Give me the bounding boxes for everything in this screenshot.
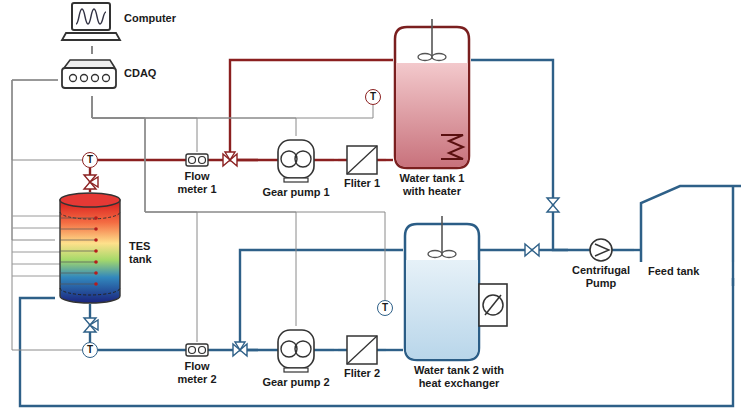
- pipe-line: [240, 250, 403, 350]
- component-label: Gear pump 1: [258, 186, 334, 199]
- temperature-sensor: T: [82, 152, 98, 168]
- gear-pump-icon: [258, 326, 334, 374]
- cooled-water-tank: [403, 222, 515, 362]
- pipe-line: [98, 159, 172, 161]
- signal-wire: [92, 96, 385, 300]
- component-label: CDAQ: [124, 67, 156, 80]
- tes-tank-cylinder: [55, 192, 125, 304]
- flow-meter-node: Flow meter 2: [172, 342, 222, 386]
- filter-icon: [338, 145, 386, 175]
- component-label: Flow meter 1: [172, 170, 222, 196]
- sensor-label: T: [87, 345, 93, 355]
- feed-tank-icon: [640, 185, 741, 263]
- signal-wire: [92, 96, 296, 326]
- component-label: Centrifugal Pump: [568, 264, 634, 290]
- pipe-line: [91, 46, 92, 54]
- signal-wire: [92, 96, 296, 136]
- pipe-line: [98, 349, 172, 351]
- component-label: Water tank 1 with heater: [393, 172, 471, 198]
- tes-tank-node: TES tank: [55, 192, 165, 304]
- centrifugal-pump-node: Centrifugal Pump: [568, 238, 634, 290]
- signal-wire: [92, 96, 373, 118]
- gear-pump-node: Gear pump 1: [258, 136, 334, 199]
- pipe-line: [20, 278, 733, 406]
- gear-pump-icon: [258, 136, 334, 184]
- flow-meter-icon: [172, 342, 222, 358]
- component-label: Flow meter 2: [172, 360, 222, 386]
- sensor-label: T: [370, 92, 376, 102]
- flow-meter-icon: [172, 152, 222, 168]
- heated-water-tank: [393, 25, 471, 170]
- pipe-line: [386, 159, 393, 161]
- computer-node: Computer: [60, 0, 185, 46]
- pipe-line: [334, 159, 338, 161]
- pipe-line: [471, 60, 568, 250]
- water-tank-node: Water tank 2 with heat exchanger: [403, 222, 515, 390]
- centrifugal-pump-icon: [568, 238, 634, 262]
- temperature-sensor: T: [377, 300, 393, 316]
- gear-pump-node: Gear pump 2: [258, 326, 334, 389]
- laptop-icon: [60, 0, 120, 46]
- component-label: Computer: [124, 12, 176, 25]
- component-label: Gear pump 2: [258, 376, 334, 389]
- sensor-label: T: [382, 303, 388, 313]
- flow-meter-node: Flow meter 1: [172, 152, 222, 196]
- pipe-line: [515, 249, 568, 251]
- pipe-line: [634, 249, 640, 251]
- temperature-sensor: T: [365, 89, 381, 105]
- pipe-line: [334, 349, 338, 351]
- pipe-line: [386, 349, 403, 351]
- component-label: Water tank 2 with heat exchanger: [403, 364, 515, 390]
- filter-node: Fliter 1: [338, 145, 386, 190]
- component-label: Fliter 1: [338, 177, 386, 190]
- daq-device-icon: [58, 54, 120, 96]
- temperature-sensor: T: [82, 342, 98, 358]
- signal-wire: [12, 80, 82, 160]
- component-label: Fliter 2: [338, 367, 386, 380]
- filter-icon: [338, 335, 386, 365]
- daq-node: CDAQ: [58, 54, 168, 96]
- water-tank-node: Water tank 1 with heater: [393, 25, 471, 198]
- component-label: Feed tank: [640, 265, 741, 278]
- sensor-label: T: [87, 155, 93, 165]
- filter-node: Fliter 2: [338, 335, 386, 380]
- feed-tank-node: Feed tank: [640, 185, 741, 278]
- component-label: TES tank: [129, 240, 159, 266]
